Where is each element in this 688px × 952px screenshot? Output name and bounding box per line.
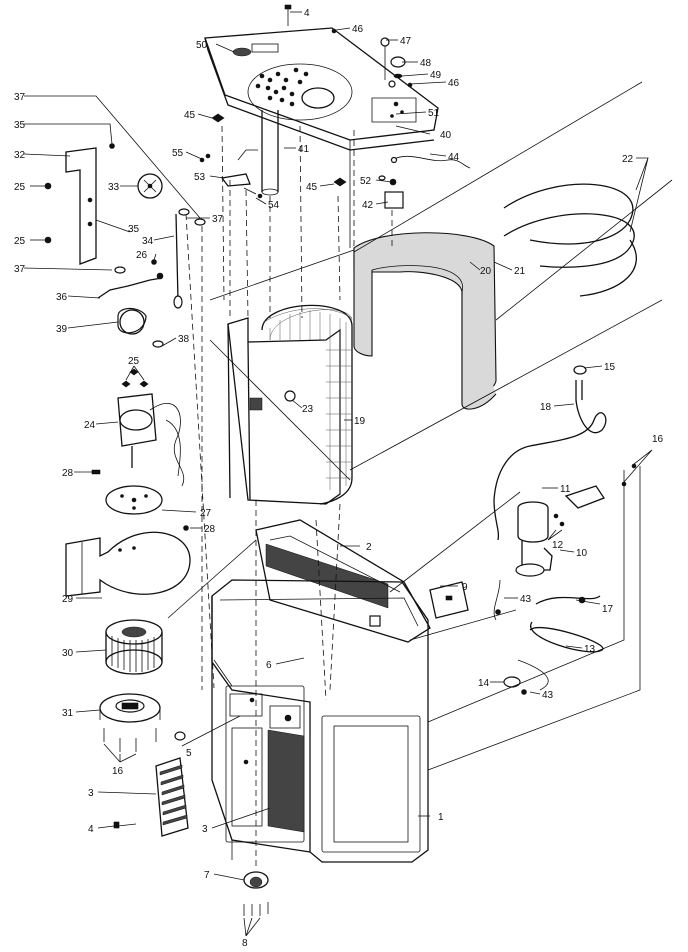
callout-51: 51	[428, 108, 440, 119]
front-grille	[113, 757, 189, 837]
motor-base	[99, 693, 161, 752]
top-cover	[204, 27, 439, 151]
callout-10: 10	[576, 548, 588, 559]
caster	[243, 871, 269, 916]
callout-27: 27	[200, 508, 212, 519]
callout-40: 40	[440, 130, 452, 141]
callout-49: 49	[430, 70, 442, 81]
evaporator-pad	[353, 232, 497, 410]
solenoid-valve	[493, 485, 605, 621]
callout-16: 16	[652, 434, 664, 445]
callout-5: 5	[186, 748, 192, 759]
callout-38: 38	[178, 334, 190, 345]
callout-31: 31	[62, 708, 74, 719]
callout-35: 35	[14, 120, 26, 131]
mesh-cylinder	[261, 304, 353, 505]
callout-33: 33	[108, 182, 120, 193]
callout-2: 2	[366, 542, 372, 553]
callout-30: 30	[62, 648, 74, 659]
callout-6: 6	[266, 660, 272, 671]
linkage-parts	[97, 143, 206, 348]
callout-46: 46	[448, 78, 460, 89]
callout-11: 11	[560, 484, 571, 495]
callout-4: 4	[304, 8, 310, 19]
callout-42: 42	[362, 200, 374, 211]
callout-53: 53	[194, 172, 206, 183]
callout-14: 14	[478, 678, 490, 689]
callout-37: 37	[14, 264, 26, 275]
callout-20: 20	[480, 266, 492, 277]
callout-37: 37	[212, 214, 224, 225]
hose-18	[493, 365, 607, 541]
fill-tube	[261, 110, 279, 196]
callout-41: 41	[298, 144, 310, 155]
fan-motor	[117, 368, 185, 487]
callout-25: 25	[14, 236, 26, 247]
valve-linkage	[199, 149, 263, 199]
callout-32: 32	[14, 150, 26, 161]
callout-44: 44	[448, 152, 460, 163]
callout-15: 15	[604, 362, 616, 373]
fan-plate	[91, 469, 163, 515]
callout-45: 45	[184, 110, 196, 121]
callout-48: 48	[420, 58, 432, 69]
callout-17: 17	[602, 604, 614, 615]
callout-labels: 1 2 3 3 4 4 5 6 7 8 9 10 11 12 13 14 15 …	[14, 8, 664, 949]
cabinet	[174, 579, 429, 863]
power-cord	[495, 463, 637, 695]
callout-47: 47	[400, 36, 412, 47]
plate-9	[429, 581, 469, 619]
callout-18: 18	[540, 402, 552, 413]
callout-19: 19	[354, 416, 366, 427]
callout-12: 12	[552, 540, 564, 551]
screws-45	[211, 113, 347, 187]
wires-22	[503, 183, 637, 297]
callout-28: 28	[204, 524, 216, 535]
callout-24: 24	[84, 420, 96, 431]
callout-45: 45	[306, 182, 318, 193]
callout-29: 29	[62, 594, 74, 605]
callout-23: 23	[302, 404, 314, 415]
assembly-lines	[167, 81, 673, 866]
blower-housing	[65, 525, 191, 597]
callout-52: 52	[360, 176, 372, 187]
leader-lines	[23, 11, 653, 937]
switch-assembly	[378, 155, 471, 209]
callout-36: 36	[56, 292, 68, 303]
callout-35: 35	[128, 224, 140, 235]
callout-34: 34	[142, 236, 154, 247]
callout-37: 37	[14, 92, 26, 103]
callout-16: 16	[112, 766, 124, 777]
callout-39: 39	[56, 324, 68, 335]
callout-8: 8	[242, 938, 248, 949]
callout-3: 3	[88, 788, 94, 799]
internal-frame	[227, 309, 353, 505]
callout-4: 4	[88, 824, 94, 835]
callout-46: 46	[352, 24, 364, 35]
callout-55: 55	[172, 148, 184, 159]
callout-9: 9	[462, 582, 468, 593]
callout-21: 21	[514, 266, 526, 277]
callout-28: 28	[62, 468, 74, 479]
callout-25: 25	[14, 182, 26, 193]
callout-7: 7	[204, 870, 210, 881]
callout-1: 1	[438, 812, 444, 823]
callout-43: 43	[520, 594, 532, 605]
callout-54: 54	[268, 200, 280, 211]
callout-13: 13	[584, 644, 596, 655]
blower-wheel	[105, 619, 163, 675]
callout-25: 25	[128, 356, 140, 367]
control-panel	[255, 519, 431, 643]
callout-26: 26	[136, 250, 148, 261]
callout-3: 3	[202, 824, 208, 835]
bracket-32	[44, 147, 97, 265]
callout-22: 22	[622, 154, 634, 165]
callout-43: 43	[542, 690, 554, 701]
callout-50: 50	[196, 40, 208, 51]
